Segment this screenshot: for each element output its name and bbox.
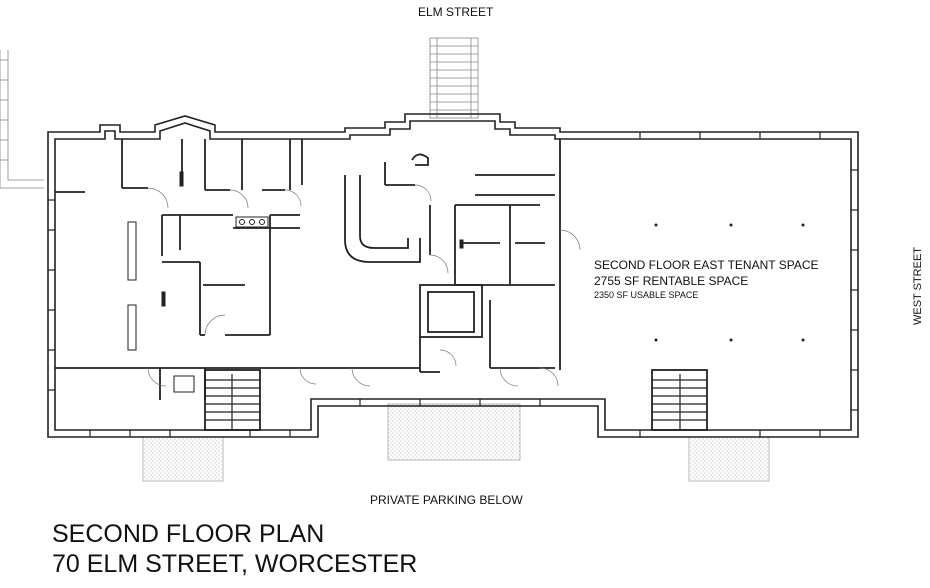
north-street-label: ELM STREET [418,5,494,19]
tenant-rentable-area: 2755 SF RENTABLE SPACE [594,274,749,288]
below-hatch-areas [142,403,770,482]
stairwells [204,369,708,431]
exterior-wall [47,113,859,438]
north-entry-stair [429,37,479,119]
south-parking-label: PRIVATE PARKING BELOW [370,493,523,507]
west-exterior-stair [0,50,44,189]
east-street-label: WEST STREET [912,246,924,326]
interior-walls [55,139,561,400]
window-marks [48,132,858,437]
door-swings [147,184,581,387]
plan-address: 70 ELM STREET, WORCESTER [52,550,418,578]
plan-title: SECOND FLOOR PLAN [52,520,325,548]
tenant-usable-area: 2350 SF USABLE SPACE [594,290,699,300]
column-markers [654,223,805,342]
fixtures [127,171,464,393]
tenant-space-name: SECOND FLOOR EAST TENANT SPACE [594,258,819,272]
